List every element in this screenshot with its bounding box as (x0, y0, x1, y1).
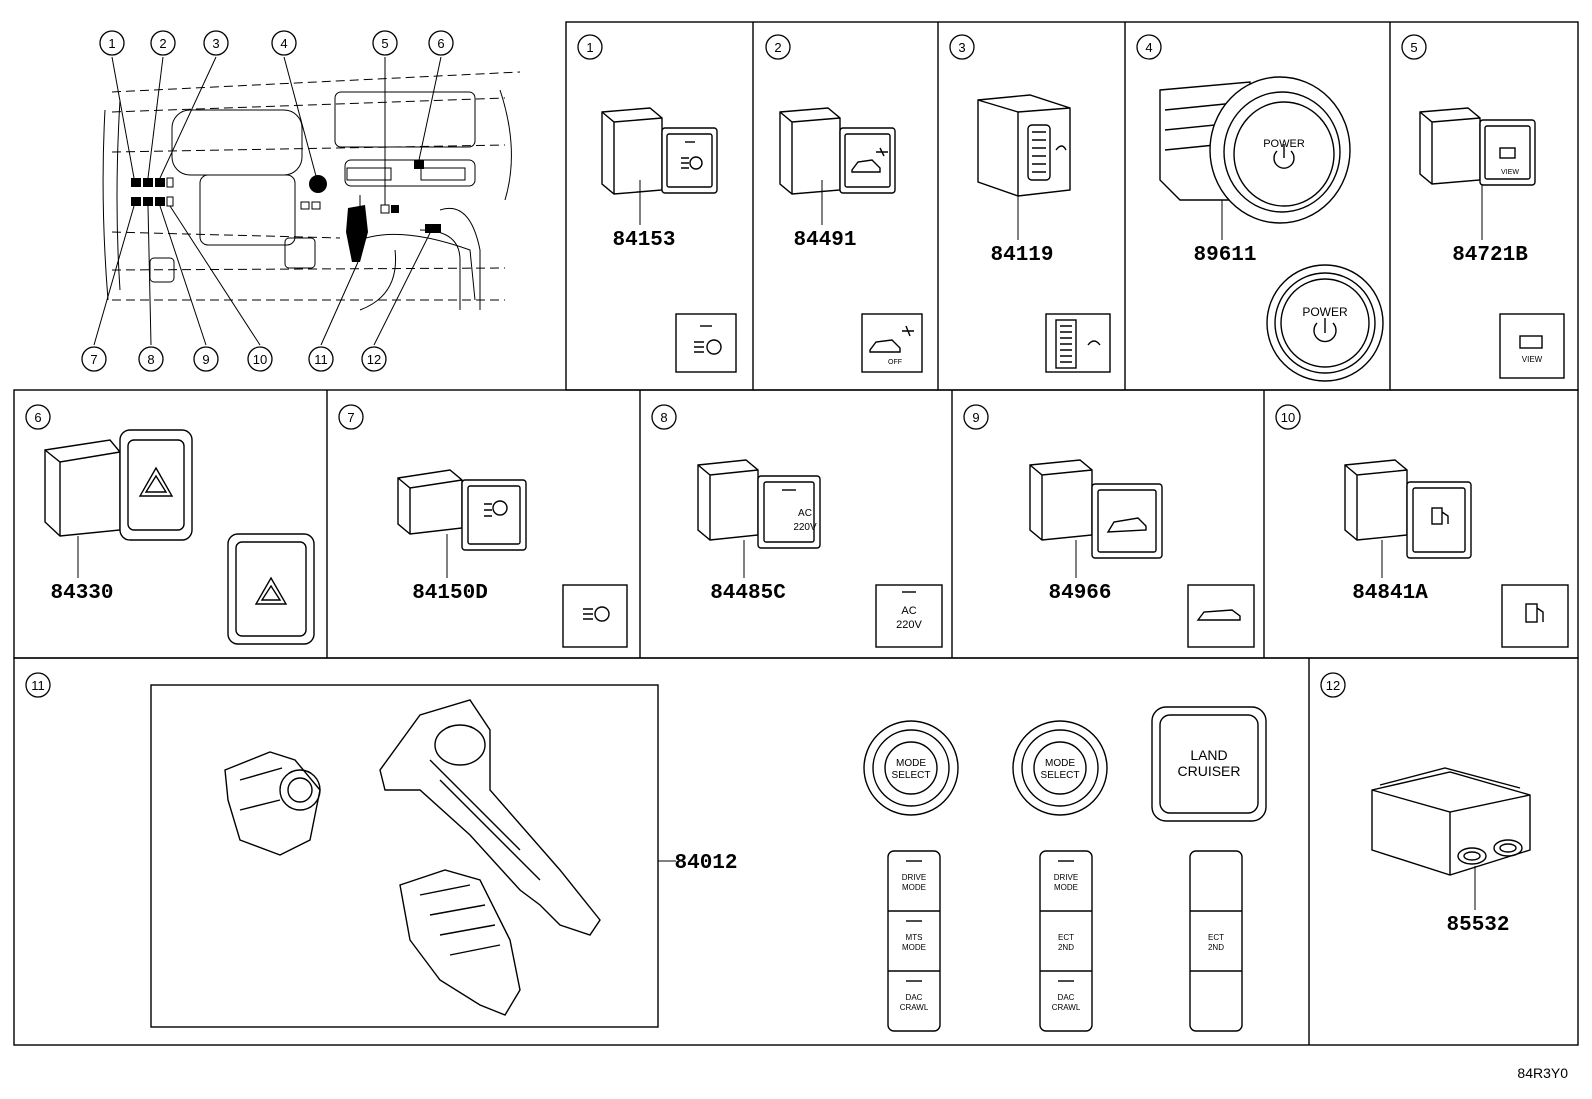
panel-10-icon-box (1501, 584, 1569, 648)
land-cruiser-line2: CRUISER (1177, 763, 1240, 779)
panel-8-icon-line2: 220V (896, 619, 922, 631)
land-cruiser-button (1151, 706, 1267, 822)
panel-3-number: 3 (958, 40, 965, 55)
panel-frames (13, 21, 1579, 1046)
panel-1-icon-box (675, 313, 737, 373)
col2-btn1-line1: DRIVE (1054, 873, 1078, 882)
panel-5-switch-text: VIEW (1501, 169, 1519, 176)
part-number-84119: 84119 (990, 244, 1053, 267)
panel-8-switch-line2: 220V (793, 522, 817, 533)
panel-5-icon-box: VIEW (1499, 313, 1565, 379)
panel-4-switch-text: POWER (1263, 138, 1305, 150)
panel-2-icon-text: OFF (888, 359, 902, 366)
mode-select-1-line1: MODE (896, 758, 926, 769)
overview-callout-4: 4 (280, 36, 287, 51)
part-number-89611: 89611 (1193, 244, 1256, 267)
panel-2-number: 2 (774, 40, 781, 55)
part-number-84330: 84330 (50, 582, 113, 605)
dashboard-overview: 1 2 3 4 5 6 7 8 9 10 11 12 (81, 30, 521, 372)
overview-callout-6: 6 (437, 36, 444, 51)
panel-4-button-text: POWER (1302, 305, 1348, 319)
col2-btn3-line1: DAC (1058, 993, 1075, 1002)
part-number-85532: 85532 (1446, 914, 1509, 937)
part-number-84153: 84153 (612, 229, 675, 252)
panel-10-fuel-switch (1344, 459, 1472, 559)
panel-7-icon-box (562, 584, 628, 648)
part-number-84491: 84491 (793, 229, 856, 252)
col2-btn2-line1: ECT (1058, 933, 1074, 942)
panel-8-switch-line1: AC (798, 508, 812, 519)
col2-btn3-line2: CRAWL (1052, 1003, 1081, 1012)
panel-11-number: 11 (31, 678, 45, 693)
part-number-84841A: 84841A (1352, 582, 1428, 605)
col2-btn2-line2: 2ND (1058, 943, 1074, 952)
col3-btn2-line2: 2ND (1208, 943, 1224, 952)
col1-btn1-line1: DRIVE (902, 873, 926, 882)
panel-11-console-assembly (224, 699, 601, 1016)
button-column-2 (1039, 850, 1093, 1032)
mode-select-button-1 (863, 720, 959, 816)
panel-9-switch (1029, 459, 1163, 559)
panel-1-switch (601, 107, 718, 195)
part-number-84012: 84012 (674, 852, 737, 875)
overview-callout-12: 12 (367, 352, 381, 367)
part-number-84485C: 84485C (710, 582, 786, 605)
panel-12-usb-port (1371, 767, 1531, 876)
col1-btn2-line1: MTS (906, 933, 923, 942)
overview-callout-1: 1 (108, 36, 115, 51)
panel-8-icon-line1: AC (901, 605, 916, 617)
mode-select-2-line1: MODE (1045, 758, 1075, 769)
overview-callout-7: 7 (90, 352, 97, 367)
panel-4-power-switch (1159, 76, 1351, 224)
panel-4-number: 4 (1145, 40, 1152, 55)
panel-4-power-button-front (1266, 264, 1384, 382)
panel-8-icon-box (875, 584, 943, 648)
panel-10-number: 10 (1281, 410, 1295, 425)
overview-callout-5: 5 (381, 36, 388, 51)
panel-6-hazard-front (227, 533, 315, 645)
part-number-84966: 84966 (1048, 582, 1111, 605)
col1-btn3-line2: CRAWL (900, 1003, 929, 1012)
button-column-3 (1189, 850, 1243, 1032)
diagram-code: 84R3Y0 (1517, 1065, 1568, 1081)
panel-5-icon-text: VIEW (1522, 355, 1543, 364)
panel-9-icon-box (1187, 584, 1255, 648)
panel-5-number: 5 (1410, 40, 1417, 55)
land-cruiser-line1: LAND (1190, 747, 1227, 763)
mode-select-2-line2: SELECT (1041, 770, 1080, 781)
button-column-1 (887, 850, 941, 1032)
col1-btn3-line1: DAC (906, 993, 923, 1002)
overview-callout-2: 2 (159, 36, 166, 51)
col1-btn1-line2: MODE (902, 883, 926, 892)
panel-7-switch (397, 469, 527, 551)
mode-select-button-2 (1012, 720, 1108, 816)
panel-number-circles: 1 2 3 4 5 6 7 8 9 10 11 12 (25, 34, 1427, 698)
panel-8-number: 8 (660, 410, 667, 425)
overview-callout-3: 3 (212, 36, 219, 51)
panel-3-icon-box (1045, 313, 1111, 373)
part-number-84721B: 84721B (1452, 244, 1528, 267)
overview-callout-11: 11 (314, 352, 328, 367)
col3-btn2-line1: ECT (1208, 933, 1224, 942)
overview-callout-9: 9 (202, 352, 209, 367)
panel-5-switch (1419, 107, 1536, 186)
col2-btn1-line2: MODE (1054, 883, 1078, 892)
panel-6-number: 6 (34, 410, 41, 425)
part-number-84150D: 84150D (412, 582, 488, 605)
mode-select-1-line2: SELECT (892, 770, 931, 781)
panel-8-ac-switch (697, 459, 821, 549)
panel-2-icon-box: OFF (861, 313, 923, 373)
panel-6-hazard-switch (44, 429, 193, 541)
panel-2-switch (779, 107, 896, 195)
overview-callout-8: 8 (147, 352, 154, 367)
panel-12-number: 12 (1326, 678, 1340, 693)
overview-callout-10: 10 (253, 352, 267, 367)
panel-1-number: 1 (586, 40, 593, 55)
panel-7-number: 7 (347, 410, 354, 425)
panel-3-dial (977, 94, 1071, 197)
col1-btn2-line2: MODE (902, 943, 926, 952)
panel-9-number: 9 (972, 410, 979, 425)
